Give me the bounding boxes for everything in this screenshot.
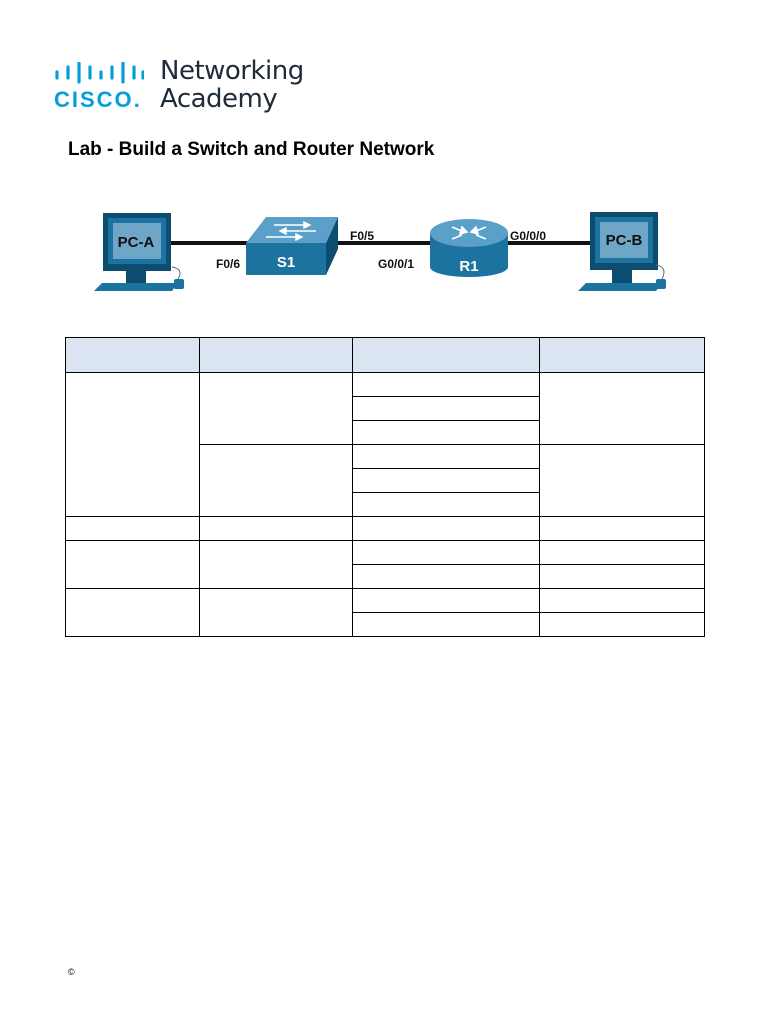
table-header-row (65, 337, 705, 373)
table-cell-device (65, 516, 200, 541)
table-cell-address (352, 588, 540, 613)
pc-a-label: PC-A (118, 234, 155, 251)
table-cell-address (352, 516, 540, 541)
table-cell-gateway (539, 516, 705, 541)
table-cell-device (65, 372, 200, 517)
pc-a-device: PC-A (94, 213, 184, 291)
router-r1-device: R1 (430, 219, 508, 277)
table-header-cell (352, 337, 540, 373)
table-row (65, 540, 705, 589)
table-cell-gateway (539, 564, 705, 589)
pc-b-device: PC-B (578, 212, 666, 291)
table-cell-gateway (539, 588, 705, 613)
port-label-s1-f05: F0/5 (350, 229, 374, 243)
table-cell-address (352, 492, 540, 517)
table-cell-device (65, 588, 200, 637)
cisco-wordmark: CISCO. (54, 87, 142, 113)
table-cell-address (352, 396, 540, 421)
table-cell-interface (199, 540, 353, 589)
cisco-networking-academy-logo: CISCO. Networking Academy (54, 56, 314, 118)
table-cell-gateway (539, 612, 705, 637)
table-row (66, 396, 705, 421)
table-header-cell (199, 337, 353, 373)
logo-networking-text: Networking (160, 56, 304, 86)
table-row (65, 372, 705, 517)
cisco-bars-icon (55, 62, 144, 84)
table-header-cell (65, 337, 200, 373)
table-cell-gateway (539, 540, 705, 565)
table-cell-address (352, 612, 540, 637)
table-cell-gateway (539, 444, 705, 517)
table-row (65, 516, 705, 541)
table-cell-address (352, 444, 540, 469)
table-row (65, 588, 705, 637)
table-cell-interface (199, 372, 353, 445)
table-cell-address (352, 372, 540, 397)
logo-academy-text: Academy (160, 84, 278, 114)
addressing-table (65, 337, 705, 637)
page-title: Lab - Build a Switch and Router Network (68, 139, 435, 160)
router-r1-label: R1 (459, 258, 478, 275)
footer-copyright-mark: © (68, 967, 75, 977)
table-row (66, 612, 705, 637)
cisco-brand-text: CISCO (54, 87, 134, 112)
table-header-cell (539, 337, 705, 373)
table-cell-interface (199, 516, 353, 541)
table-cell-address (352, 540, 540, 565)
port-label-r1-g001: G0/0/1 (378, 257, 414, 271)
switch-s1-label: S1 (277, 254, 295, 271)
network-topology-diagram: PC-A S1 R1 PC-B (94, 212, 666, 291)
table-cell-device (65, 540, 200, 589)
table-cell-address (352, 420, 540, 445)
switch-s1-device: S1 (246, 217, 338, 275)
port-label-r1-g000: G0/0/0 (510, 229, 546, 243)
table-cell-address (352, 564, 540, 589)
table-cell-address (352, 468, 540, 493)
pc-b-label: PC-B (606, 232, 643, 249)
table-cell-interface (199, 588, 353, 637)
table-cell-gateway (539, 372, 705, 445)
table-row (66, 468, 705, 493)
port-label-s1-f06: F0/6 (216, 257, 240, 271)
table-row (66, 444, 705, 517)
cisco-brand-period: . (133, 87, 142, 112)
table-cell-interface (199, 444, 353, 517)
